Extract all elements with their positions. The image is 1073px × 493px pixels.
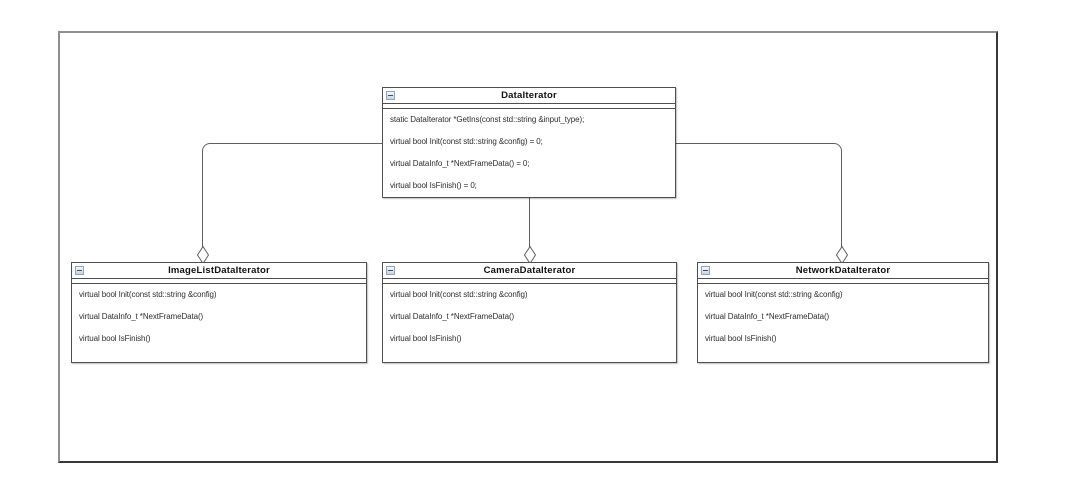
attributes-compartment (72, 279, 366, 284)
connector-network-to-dataiterator[interactable] (675, 143, 842, 247)
attributes-compartment (383, 279, 676, 284)
method-signature: virtual bool Init(const std::string &con… (705, 290, 843, 299)
connector-imagelist-to-dataiterator[interactable] (202, 143, 382, 247)
class-header: DataIterator (383, 88, 675, 104)
method-signature: virtual bool Init(const std::string &con… (390, 290, 528, 299)
class-title: ImageListDataIterator (168, 265, 270, 276)
minus-glyph (703, 270, 708, 271)
method-signature: virtual bool Init(const std::string &con… (390, 137, 543, 146)
class-box-networkdataiterator[interactable]: NetworkDataIterator virtual bool Init(co… (697, 262, 989, 363)
collapse-icon[interactable] (701, 266, 710, 275)
method-signature: virtual DataInfo_t *NextFrameData() (705, 312, 830, 321)
methods-compartment: virtual bool Init(const std::string &con… (72, 284, 366, 350)
class-title: NetworkDataIterator (795, 265, 891, 276)
methods-compartment: virtual bool Init(const std::string &con… (698, 284, 988, 350)
method-signature: virtual bool IsFinish() = 0; (390, 181, 477, 190)
method-signature: virtual bool IsFinish() (390, 334, 462, 343)
minus-glyph (388, 270, 393, 271)
attributes-compartment (698, 279, 988, 284)
method-signature: virtual bool IsFinish() (79, 334, 151, 343)
methods-compartment: static DataIterator *GetIns(const std::s… (383, 109, 675, 197)
class-box-dataiterator[interactable]: DataIterator static DataIterator *GetIns… (382, 87, 676, 198)
minus-glyph (388, 95, 393, 96)
class-box-cameradataiterator[interactable]: CameraDataIterator virtual bool Init(con… (382, 262, 677, 363)
class-title: CameraDataIterator (483, 265, 576, 276)
class-title: DataIterator (501, 90, 557, 101)
method-signature: virtual DataInfo_t *NextFrameData() = 0; (390, 159, 530, 168)
attributes-compartment (383, 104, 675, 109)
connector-camera-to-dataiterator[interactable] (529, 198, 530, 247)
method-signature: virtual DataInfo_t *NextFrameData() (79, 312, 204, 321)
minus-glyph (77, 270, 82, 271)
class-header: NetworkDataIterator (698, 263, 988, 279)
method-signature: virtual bool Init(const std::string &con… (79, 290, 217, 299)
collapse-icon[interactable] (386, 91, 395, 100)
collapse-icon[interactable] (386, 266, 395, 275)
method-signature: static DataIterator *GetIns(const std::s… (390, 115, 585, 124)
method-signature: virtual bool IsFinish() (705, 334, 777, 343)
class-header: ImageListDataIterator (72, 263, 366, 279)
method-signature: virtual DataInfo_t *NextFrameData() (390, 312, 515, 321)
collapse-icon[interactable] (75, 266, 84, 275)
class-box-imagelistdataiterator[interactable]: ImageListDataIterator virtual bool Init(… (71, 262, 367, 363)
methods-compartment: virtual bool Init(const std::string &con… (383, 284, 676, 350)
class-header: CameraDataIterator (383, 263, 676, 279)
